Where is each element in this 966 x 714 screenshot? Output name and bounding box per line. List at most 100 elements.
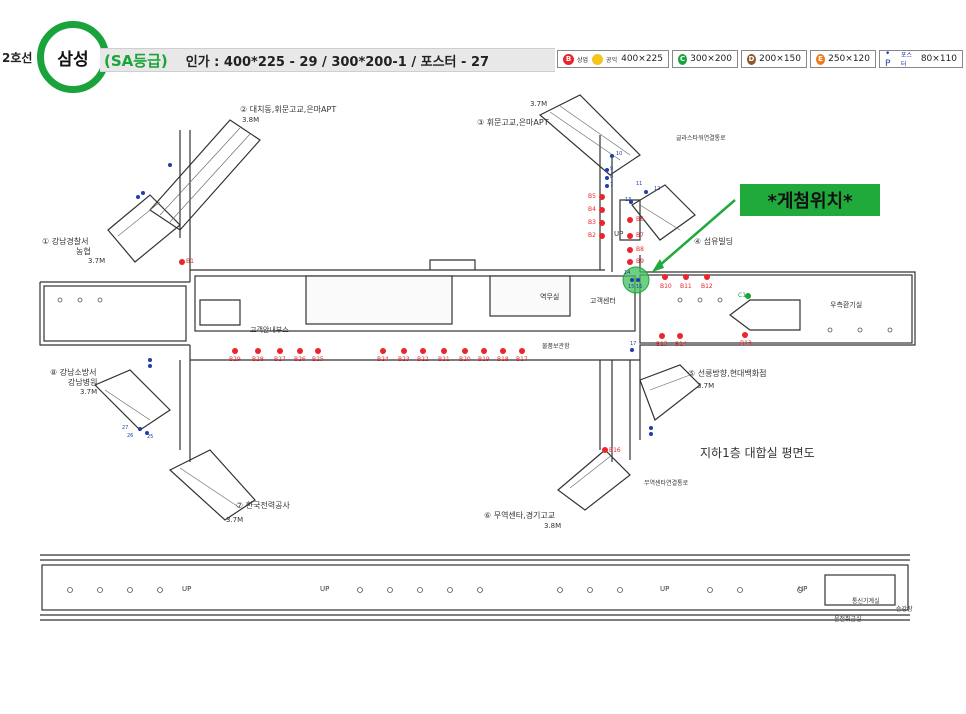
ad-label-b3: B3 (588, 219, 596, 226)
poster-17: 17 (630, 341, 637, 347)
legend-d-size: 200×150 (759, 54, 801, 64)
poster-26: 26 (127, 433, 134, 439)
poster-14: 14 (624, 270, 631, 276)
platform-outline (41, 564, 909, 611)
exit-2-height: 3.8M (242, 116, 260, 124)
station-office-block (489, 275, 571, 317)
legend-p-label: 포스터 (901, 52, 913, 68)
ad-label-b2: B2 (588, 232, 596, 239)
exit-7-height: 3.7M (226, 516, 244, 524)
exit-6-height: 3.8M (544, 522, 562, 530)
ad-label-b22: B22 (417, 356, 429, 363)
exit-8-sub: 강남병원 (68, 378, 98, 387)
placement-callout: *게첨위치* (740, 184, 880, 216)
exit-1-sub: 농협 (76, 247, 91, 256)
exit-8-height: 3.7M (80, 388, 98, 396)
ad-label-b27: B27 (274, 356, 286, 363)
platform-label: 승강장 (896, 606, 913, 613)
legend-d-dot: D (747, 53, 757, 65)
lost-storage-label: 물품보관함 (542, 343, 570, 350)
legend-b-dot: B (563, 53, 574, 65)
poster-16: 16 (636, 284, 643, 290)
signal-room-label: 통신기계실 (852, 598, 880, 605)
poster-8: 8 (610, 174, 614, 180)
center-stair (429, 259, 476, 270)
exit-3-height: 3.7M (530, 100, 548, 108)
legend-c-size: 300×200 (690, 54, 732, 64)
legend-c-dot: C (678, 53, 688, 65)
permit-summary: 인가 : 400*225 - 29 / 300*200-1 / 포스터 - 27 (185, 54, 490, 70)
ad-label-b4: B4 (588, 206, 596, 213)
ad-label-b18: B18 (497, 356, 509, 363)
exit-8-stair (93, 369, 171, 431)
ad-label-b14: B14 (675, 341, 687, 348)
legend-e: E 250×120 (810, 50, 876, 68)
ad-label-b28: B28 (252, 356, 264, 363)
platform-up-2: UP (320, 585, 330, 593)
ad-label-b20: B20 (459, 356, 471, 363)
exit-7-label: ⑦ 한국전력공사 (236, 501, 290, 510)
ad-label-b19: B19 (478, 356, 490, 363)
platform-pillars (57, 297, 893, 593)
exit-2-stair (149, 119, 261, 231)
concourse-outline (39, 242, 916, 361)
ad-label-b9: B9 (636, 258, 644, 265)
exit-5-height: 3.7M (697, 382, 715, 390)
callout-arrow-line (659, 199, 736, 266)
trade-center-label: 무역센타연결통로 (644, 480, 689, 487)
poster-25: 25 (147, 434, 154, 440)
ad-label-b23: B23 (398, 356, 410, 363)
ops-room (824, 574, 896, 606)
exit-6-label: ⑥ 무역센타,경기고교 (484, 511, 556, 520)
ad-label-b12: B12 (701, 283, 713, 290)
poster-dots (136, 154, 653, 436)
legend-yellow-dot (592, 53, 604, 65)
info-booth-block (305, 275, 453, 325)
west-escalator (199, 299, 241, 326)
floor-title: 지하1층 대합실 평면도 (700, 446, 815, 460)
ad-label-b21: B21 (438, 356, 450, 363)
legend-p-dot: • P (885, 49, 891, 69)
track-lines (40, 554, 910, 621)
exit-7-stair (168, 449, 256, 521)
ad-label-b13: B13 (740, 340, 752, 347)
ad-label-b10: B10 (660, 283, 672, 290)
ad-label-c1: C1 (738, 292, 747, 299)
poster-9: 9 (610, 166, 614, 172)
legend-e-size: 250×120 (828, 54, 870, 64)
platform-up-4: UP (798, 585, 808, 593)
poster-10: 10 (616, 151, 623, 157)
legend-b-size: 400×225 (621, 54, 663, 64)
poster-11: 11 (636, 181, 643, 187)
exit-6-stair (557, 449, 631, 511)
platform-up-1: UP (182, 585, 192, 593)
station-office-label: 역무실 (540, 293, 560, 301)
stair-hatching (104, 105, 691, 509)
glass-tower-label: 글라스타워연결통로 (676, 135, 726, 142)
vent-room-label: 우측환기실 (830, 301, 863, 309)
ad-label-b1: B1 (186, 258, 194, 265)
platform-up-3: UP (660, 585, 670, 593)
poster-13: 13 (625, 197, 632, 203)
legend-d: D 200×150 (741, 50, 807, 68)
exit-8-label: ⑧ 강남소방서 (50, 368, 97, 377)
grade-label: (SA등급) (104, 51, 168, 70)
legend-p-size: 80×110 (920, 54, 957, 64)
ad-label-b6: B6 (636, 216, 644, 223)
ad-label-b25: B25 (312, 356, 324, 363)
exit-3-corridor (599, 135, 613, 272)
exit-1-label: ① 강남경찰서 (42, 237, 89, 246)
ad-dots (179, 194, 748, 453)
exit-3-label: ③ 휘문고교,은마APT (477, 118, 549, 127)
legend-e-dot: E (816, 53, 826, 65)
exit-4-stair (631, 184, 696, 241)
exit-5-stair (639, 364, 701, 421)
header: 2호선 삼성 (SA등급) 인가 : 400*225 - 29 / 300*20… (0, 0, 966, 93)
exit-7-corridor (179, 360, 191, 462)
east-escalator (729, 299, 801, 331)
legend-p: • P 포스터 80×110 (879, 49, 963, 69)
ops-room-label: 운전취급실 (834, 616, 862, 623)
ad-label-b5: B5 (588, 193, 596, 200)
info-booth-label: 고객안내부스 (250, 326, 289, 334)
